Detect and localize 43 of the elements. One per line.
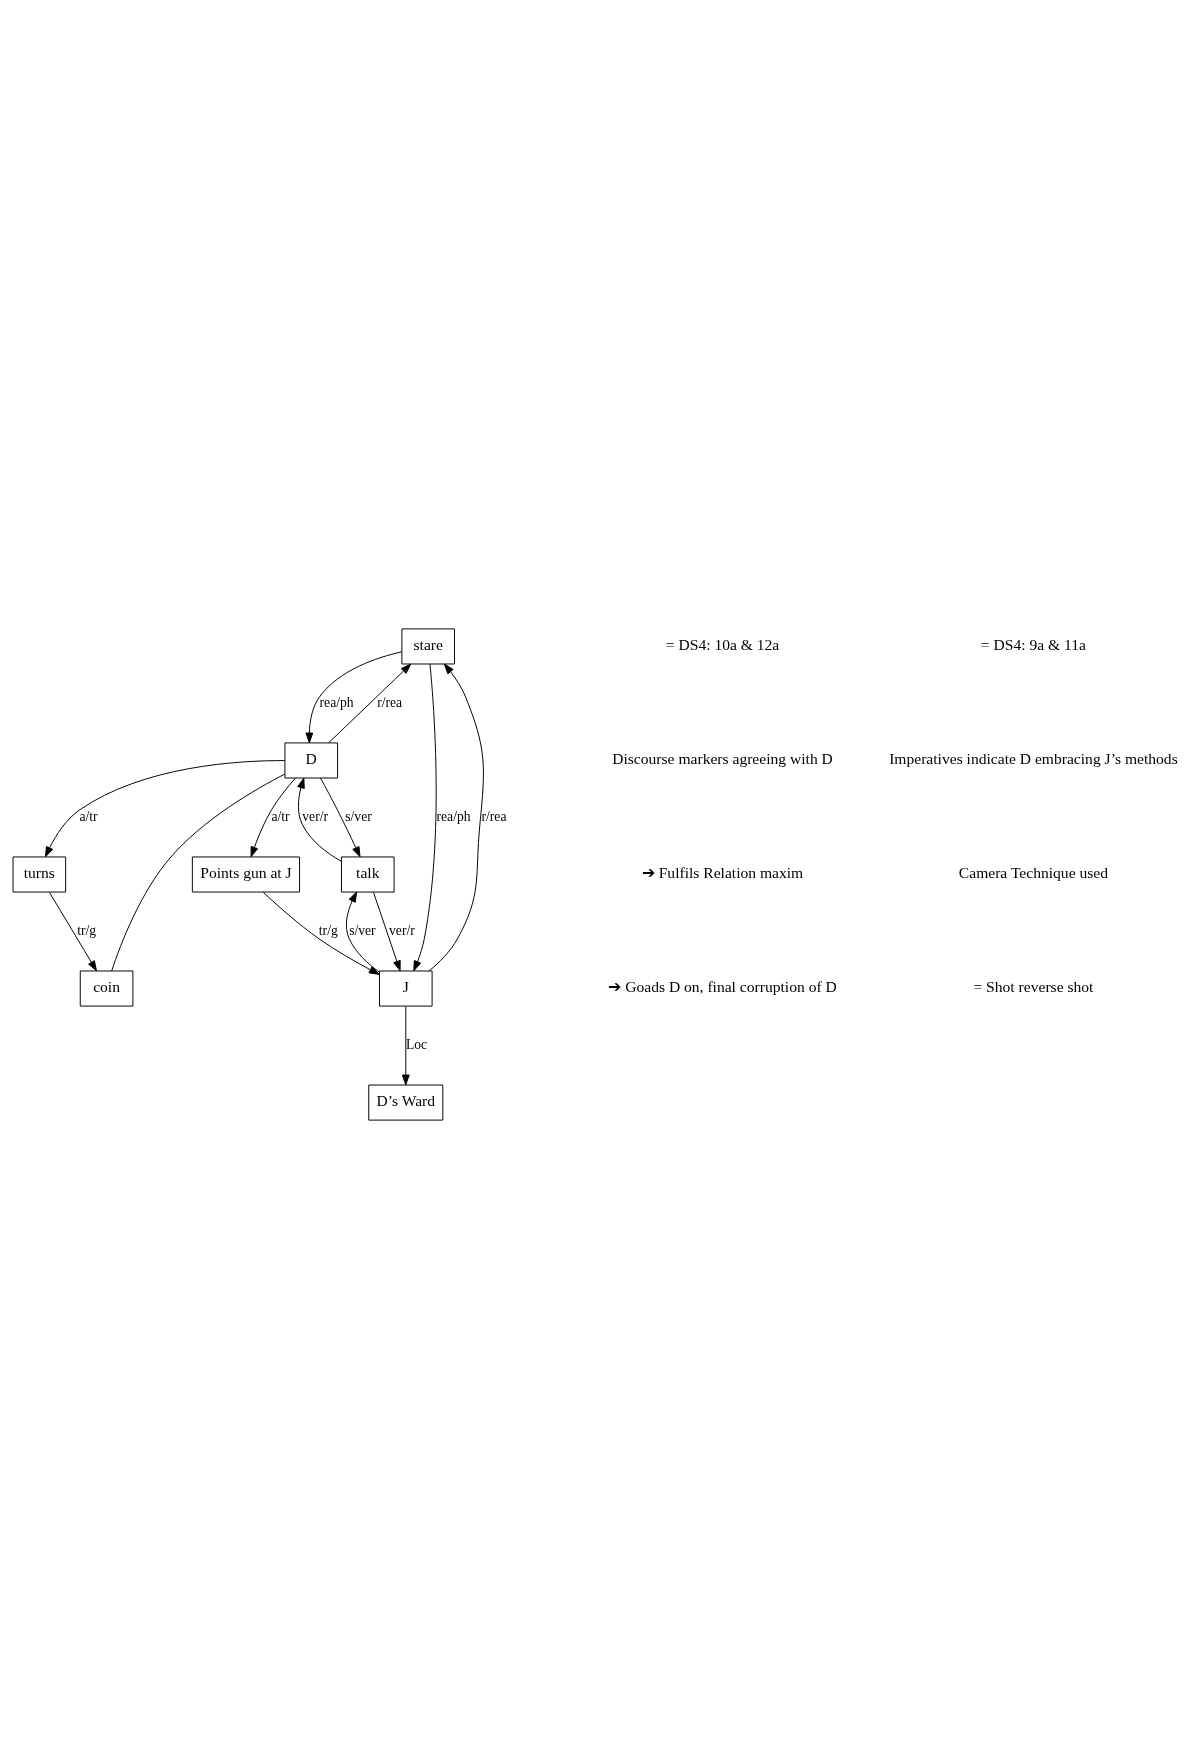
edge-label: ver/r — [389, 922, 415, 938]
arrow — [345, 891, 380, 972]
node-box: J — [379, 970, 433, 1007]
arrow — [297, 777, 342, 862]
edge-label: s/ver — [345, 808, 372, 824]
arrow — [328, 663, 412, 743]
arrow — [373, 891, 401, 971]
arrow — [305, 650, 403, 743]
label: = Shot reverse shot — [973, 977, 1094, 995]
node-box: Points gun at J — [191, 855, 301, 893]
node-box: D’s Ward — [368, 1084, 444, 1121]
node-box: D — [284, 741, 339, 778]
arrow — [262, 891, 380, 975]
edge-label: a/tr — [271, 808, 290, 824]
arrow — [320, 777, 361, 857]
arrow — [45, 759, 286, 857]
edge-label: rea/ph — [436, 808, 471, 824]
label: = DS4: 10a & 12a — [665, 635, 780, 653]
edge-label: a/tr — [79, 808, 98, 824]
label: ➔ Fulfils Relation maxim — [641, 863, 804, 881]
arrow — [49, 891, 97, 971]
node-box: coin — [79, 970, 134, 1007]
label: ➔ Goads D on, final corruption of D — [608, 977, 837, 995]
node-box: talk — [340, 855, 395, 893]
arrow — [401, 1005, 410, 1085]
node-box: stare — [401, 627, 455, 664]
label: Discourse markers agreeing with D — [612, 749, 833, 767]
arrow — [250, 777, 296, 857]
edge-label: Loc — [405, 1036, 428, 1052]
edge-label: ver/r — [302, 808, 329, 824]
edge-label: r/rea — [481, 808, 507, 824]
edge-label: s/ver — [349, 922, 376, 938]
connector — [111, 773, 286, 971]
edge-label: r/rea — [377, 694, 403, 710]
label: Imperatives indicate D embracing J’s methods — [889, 749, 1178, 767]
edge-label: tr/g — [318, 922, 338, 938]
edge-label: rea/ph — [319, 694, 354, 710]
edge-label: tr/g — [77, 922, 97, 938]
label: Camera Technique used — [958, 863, 1109, 881]
node-box: turns — [12, 855, 67, 893]
arrow — [428, 663, 484, 971]
label: = DS4: 9a & 11a — [980, 635, 1086, 653]
arrow — [413, 663, 437, 971]
